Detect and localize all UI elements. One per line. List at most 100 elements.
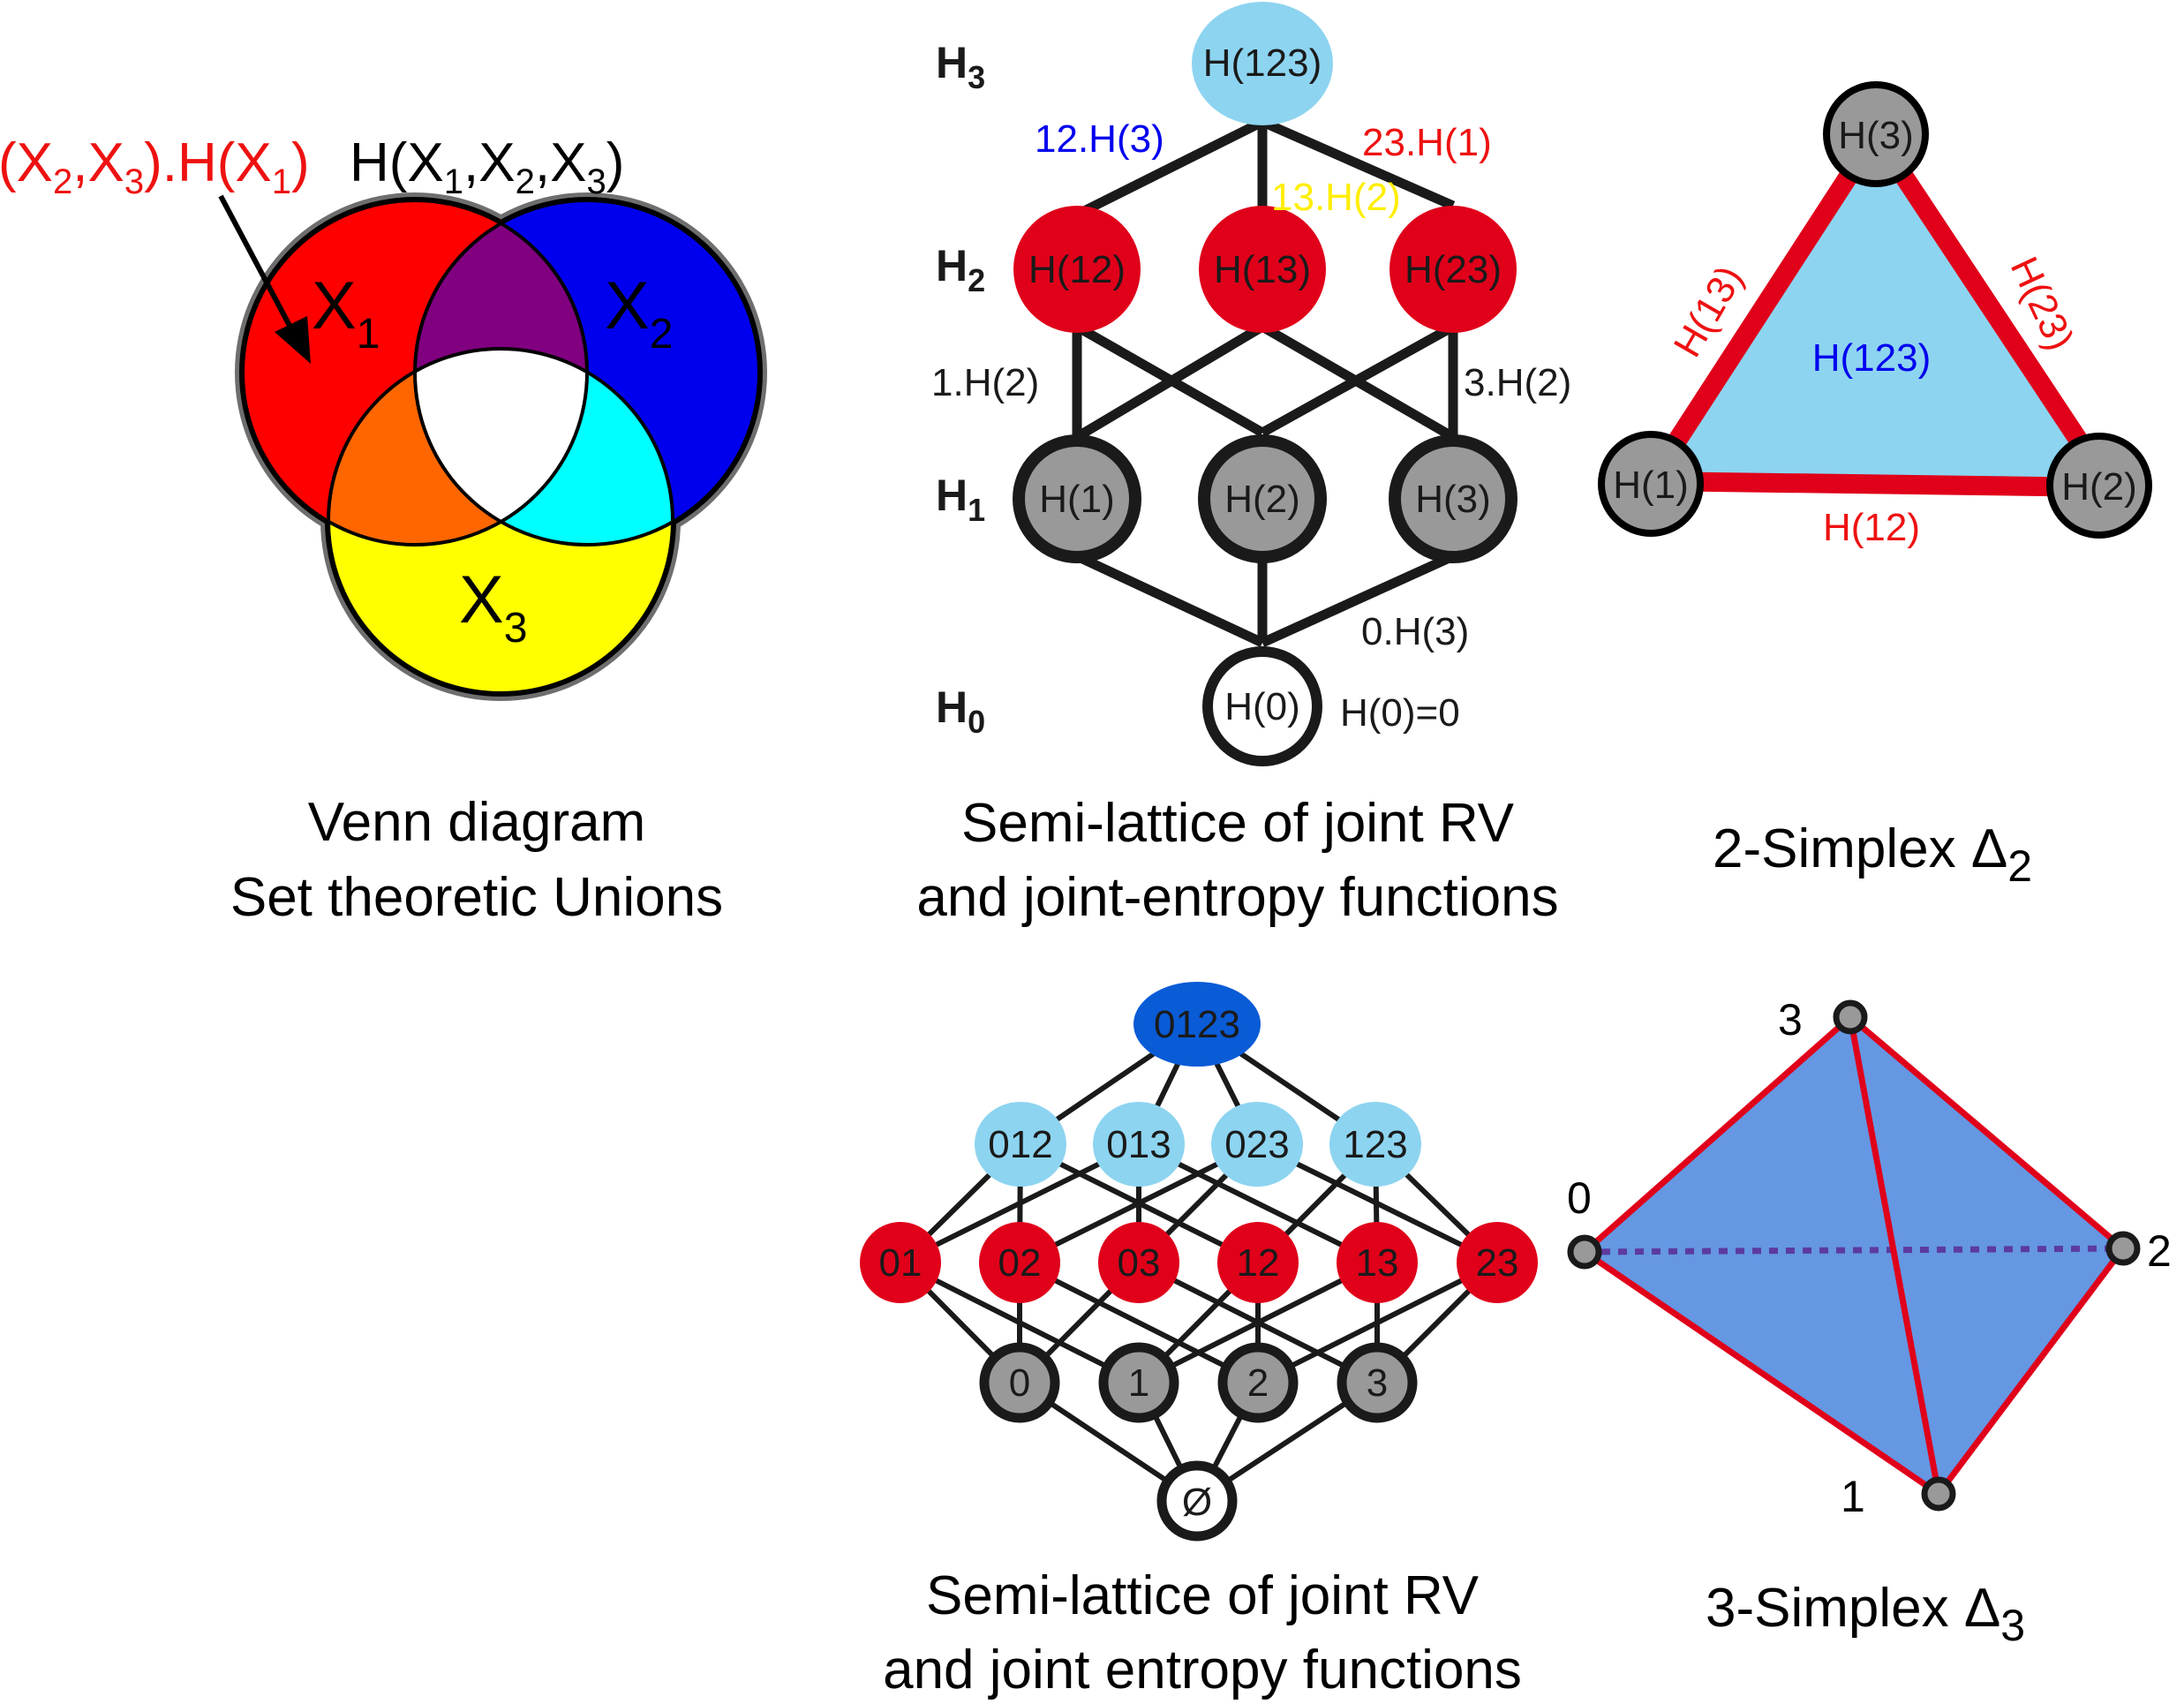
simplex2-caption: 2-Simplex Δ2	[1713, 818, 2032, 891]
lattice3-caption-line2: and joint-entropy functions	[916, 867, 1558, 928]
lattice4-caption-line1: Semi-lattice of joint RV	[926, 1565, 1480, 1626]
lattice4-singles: 0 1 2 3	[979, 1342, 1418, 1423]
lattice4-edge	[1018, 1260, 1260, 1385]
simplex3-vertex-0	[1567, 1234, 1602, 1270]
simplex3-vertex-3-label: 3	[1778, 995, 1803, 1044]
venn-caption-line1: Venn diagram	[308, 792, 646, 853]
simplex3-vertex-2	[2105, 1231, 2141, 1266]
lattice4-node-triple-label: 123	[1343, 1123, 1407, 1166]
lattice4-node-single-label: 1	[1128, 1361, 1149, 1405]
simplex3: 3 0 2 1 3-Simplex Δ3	[1567, 995, 2172, 1650]
lattice3-node-bottom-label: H(0)	[1224, 685, 1300, 728]
simplex3-vertex-2-label: 2	[2147, 1226, 2172, 1276]
simplex2-vertex-label: H(3)	[1838, 114, 1914, 157]
venn-annotation-conditional: (X2,X3).H(X1)	[0, 132, 310, 201]
lattice3-edge-label: 23.H(1)	[1362, 121, 1492, 164]
simplex2-vertex-label: H(2)	[2061, 465, 2137, 509]
lattice4-node-pair	[1217, 1222, 1299, 1303]
lattice3: H3 H2 H1 H0 H(123) H(12) H(13) H(23) H(1…	[916, 2, 1571, 928]
lattice3-level-h0: H0	[936, 682, 985, 740]
lattice3-node-single	[1389, 434, 1518, 563]
lattice3-edges	[1072, 117, 1458, 648]
lattice3-node-top	[1192, 2, 1333, 125]
lattice3-level-h2: H2	[936, 241, 985, 298]
lattice4-node-pair	[1457, 1222, 1538, 1303]
venn-label-x1: X1	[312, 268, 380, 358]
lattice3-edge-label: 3.H(2)	[1464, 361, 1571, 404]
lattice3-caption-line1: Semi-lattice of joint RV	[961, 793, 1515, 854]
lattice4-edge	[899, 1260, 1141, 1385]
lattice4-node-triple	[975, 1102, 1066, 1187]
lattice4-node-single	[1098, 1342, 1179, 1423]
lattice4-node-pair	[979, 1222, 1060, 1303]
lattice3-level-h1: H1	[936, 471, 985, 528]
simplex2-vertex	[1823, 81, 1929, 187]
lattice3-node-single	[1198, 434, 1327, 563]
lattice4-node-pair-label: 23	[1476, 1241, 1519, 1285]
lattice4-node-single-label: 2	[1247, 1361, 1269, 1405]
venn-caption-line2: Set theoretic Unions	[230, 867, 723, 928]
simplex3-vertex-0-label: 0	[1567, 1173, 1592, 1223]
lattice4-node-single	[979, 1342, 1060, 1423]
simplex3-caption: 3-Simplex Δ3	[1706, 1578, 2025, 1650]
lattice4-node-bottom	[1156, 1460, 1238, 1542]
lattice3-node-top-label: H(123)	[1203, 41, 1322, 85]
lattice3-node-pair-label: H(12)	[1028, 248, 1126, 291]
lattice3-node-pair-label: H(13)	[1214, 248, 1311, 291]
venn-region-x1x2x3	[415, 349, 587, 545]
lattice4-node-pair-label: 01	[879, 1241, 923, 1285]
lattice4-node-pair	[1098, 1222, 1179, 1303]
simplex3-front-edge	[1847, 1016, 1942, 1495]
lattice3-node-single-label: H(2)	[1224, 478, 1300, 521]
lattice3-node-pair-label: H(23)	[1405, 248, 1502, 291]
simplex3-vertex-3	[1833, 999, 1868, 1035]
lattice4-node-bottom-label: Ø	[1182, 1481, 1212, 1524]
venn-arrow-head	[275, 316, 311, 364]
lattice3-node-pair	[1013, 206, 1141, 333]
lattice4-node-triple	[1211, 1102, 1303, 1187]
simplex3-hidden-edge	[1584, 1245, 2124, 1255]
simplex3-vertex-1	[1921, 1476, 1956, 1512]
lattice4-triples: 012 013 023 123	[975, 1102, 1421, 1187]
lattice3-node-bottom	[1202, 646, 1322, 766]
venn-diagram: X1 X2 X3 (X2,X3).H(X1) H(X1,X2,X3) Venn …	[0, 132, 767, 928]
lattice4-node-pair	[1337, 1222, 1418, 1303]
lattice3-node-single-label: H(1)	[1039, 478, 1115, 521]
lattice4-node-triple-label: 012	[988, 1123, 1052, 1166]
venn-label-x2: X2	[605, 268, 673, 358]
simplex2-face-label: H(123)	[1812, 336, 1932, 380]
lattice4-node-triple-label: 013	[1106, 1123, 1171, 1166]
lattice4-node-triple	[1093, 1102, 1185, 1187]
lattice4: 0123 012 013 023 123 01 02 03 12 13 23	[860, 982, 1538, 1700]
venn-arrow	[218, 194, 298, 339]
lattice3-node-single-label: H(3)	[1415, 478, 1491, 521]
lattice4-node-single	[1217, 1342, 1299, 1423]
lattice4-node-pair-label: 13	[1356, 1241, 1399, 1285]
lattice4-node-single-label: 3	[1367, 1361, 1388, 1405]
lattice3-edge-label: 12.H(3)	[1035, 117, 1164, 161]
lattice4-node-pair	[860, 1222, 941, 1303]
lattice3-edge-label: 13.H(2)	[1271, 176, 1401, 219]
lattice4-node-pair-label: 03	[1118, 1241, 1161, 1285]
lattice4-node-top-label: 0123	[1154, 1003, 1240, 1046]
venn-label-x3: X3	[459, 562, 527, 652]
lattice3-level-h3: H3	[936, 38, 985, 95]
lattice3-edge-label: 0.H(3)	[1361, 610, 1469, 653]
simplex2-vertex	[2046, 433, 2152, 539]
lattice4-node-single-label: 0	[1009, 1361, 1030, 1405]
lattice4-node-pair-label: 12	[1237, 1241, 1280, 1285]
lattice4-edge	[1137, 1260, 1379, 1385]
lattice4-node-top	[1133, 982, 1261, 1067]
simplex2-vertex-label: H(1)	[1613, 464, 1689, 507]
lattice4-node-pair-label: 02	[998, 1241, 1042, 1285]
lattice3-bottom-note: H(0)=0	[1340, 691, 1460, 735]
simplex3-vertex-1-label: 1	[1841, 1472, 1865, 1521]
lattice4-caption-line2: and joint entropy functions	[883, 1640, 1522, 1700]
lattice4-node-single	[1337, 1342, 1418, 1423]
venn-annotation-joint: H(X1,X2,X3)	[350, 132, 624, 201]
simplex2-face	[1632, 116, 2128, 498]
lattice4-node-triple	[1329, 1102, 1421, 1187]
lattice3-edge-label: 1.H(2)	[931, 361, 1039, 404]
lattice3-node-pair	[1389, 206, 1517, 333]
